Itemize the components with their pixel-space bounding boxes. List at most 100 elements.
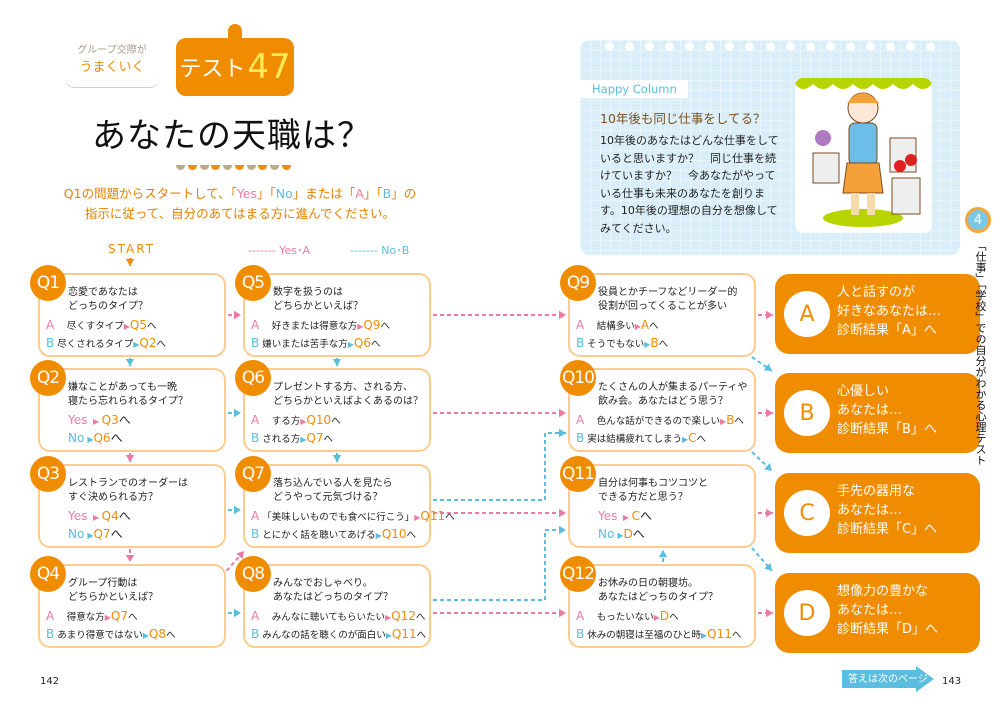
- arrowhead-icon: [559, 508, 566, 518]
- page-number-right: 143: [942, 676, 962, 687]
- question-text: お休みの日の朝寝坊。あなたはどっちのタイプ？: [598, 578, 718, 603]
- option-a[interactable]: A「美味しいものでも食べに行こう」▶Q11へ: [251, 509, 455, 523]
- question-text: 恋愛であなたはどっちのタイプ？: [68, 287, 148, 312]
- option-a[interactable]: A 結構多い▶Aへ: [576, 318, 659, 332]
- question-number: Q9: [560, 265, 596, 301]
- option-no[interactable]: No▶Q7へ: [68, 527, 123, 541]
- option-yes[interactable]: Yes ▶ Q4へ: [68, 509, 131, 523]
- arrowhead-icon: [559, 525, 566, 535]
- arrowhead-icon: [764, 463, 772, 471]
- question-number: Q3: [30, 456, 66, 492]
- option-a[interactable]: A 尽くすタイプ▶Q5へ: [46, 318, 157, 332]
- question-number: Q4: [30, 556, 66, 592]
- question-text: 数字を扱うのはどちらかといえば？: [273, 287, 363, 312]
- question-text: みんなでおしゃべり。あなたはどっちのタイプ？: [273, 578, 393, 603]
- option-a[interactable]: A もったいない▶Dへ: [576, 609, 679, 623]
- arrow-q7-q10: [433, 432, 566, 501]
- legend-no-b: ------- No･B: [350, 244, 410, 257]
- option-yes[interactable]: Yes ▶ Cへ: [598, 509, 653, 523]
- page-title: あなたの天職は？: [92, 116, 372, 156]
- arrowhead-icon: [766, 310, 773, 320]
- notebook-holes: [605, 42, 935, 51]
- arrowhead-icon: [658, 550, 668, 557]
- question-text: 落ち込んでいる人を見たらどうやって元気づける？: [273, 478, 393, 503]
- question-text: グループ行動はどちらかといえば？: [68, 578, 158, 603]
- option-a[interactable]: A 好きまたは得意な方▶Q9へ: [251, 318, 390, 332]
- arrowhead-icon: [234, 408, 241, 418]
- question-text: レストランでのオーダーはすぐ決められる方？: [68, 478, 188, 503]
- result-line: 好きなあなたは…: [837, 304, 942, 319]
- option-no[interactable]: No▶Q6へ: [68, 431, 123, 445]
- option-a[interactable]: A 色んな話ができるので楽しい▶Bへ: [576, 413, 744, 427]
- arrowhead-icon: [332, 359, 342, 366]
- result-line: あなたは…: [837, 403, 903, 418]
- arrowhead-icon: [234, 310, 241, 320]
- question-number: Q7: [235, 456, 271, 492]
- option-a[interactable]: A 得意な方▶Q7へ: [46, 609, 138, 623]
- question-number: Q11: [560, 456, 596, 492]
- result-line: あなたは…: [837, 603, 903, 618]
- result-letter: B: [787, 393, 827, 433]
- question-number: Q5: [235, 265, 271, 301]
- result-line: あなたは…: [837, 503, 903, 518]
- arrowhead-icon: [332, 455, 342, 462]
- arrow-q8-q11: [433, 529, 566, 601]
- title-divider: [176, 165, 291, 170]
- result-line: 診断結果「A」へ: [837, 323, 937, 338]
- question-number: Q12: [560, 556, 596, 592]
- arrow-q11-d: [751, 547, 773, 572]
- arrowhead-icon: [125, 259, 135, 266]
- arrowhead-icon: [125, 359, 135, 366]
- question-text: 役員とかチーフなどリーダー的役割が回ってくることが多い: [598, 287, 738, 312]
- option-a[interactable]: A する方▶Q10へ: [251, 413, 341, 427]
- question-number: Q2: [30, 360, 66, 396]
- test-number: 47: [247, 47, 291, 87]
- option-a[interactable]: A みんなに聴いてもらいたい▶Q12へ: [251, 609, 426, 623]
- arrowhead-icon: [559, 310, 566, 320]
- option-no[interactable]: No▶Dへ: [598, 527, 645, 541]
- question-text: プレゼントする方、される方、どちらかといえばよくあるのは？: [273, 382, 423, 407]
- arrow-q4-q7: [221, 550, 245, 577]
- arrowhead-icon: [766, 408, 773, 418]
- chapter-badge: 4: [965, 207, 991, 233]
- instructions: Q1の問題からスタートして、「Yes」「No」または「A」「B」の 指示に従って…: [63, 186, 417, 221]
- option-yes[interactable]: Yes ▶ Q3へ: [68, 413, 131, 427]
- arrowhead-icon: [559, 608, 566, 618]
- question-number: Q8: [235, 556, 271, 592]
- next-page-arrow-icon: [842, 666, 934, 692]
- result-line: 心優しい: [837, 384, 890, 399]
- legend-yes-a: ------- Yes･A: [248, 244, 311, 257]
- result-line: 診断結果「D」へ: [837, 622, 939, 637]
- question-text: 自分は何事もコツコツとできる方だと思う？: [598, 478, 708, 503]
- result-line: 手先の器用な: [837, 484, 916, 499]
- cloud-line-1: グループ交際が: [77, 45, 147, 56]
- subtitle-cloud: グループ交際が うまくいく: [62, 42, 162, 76]
- result-line: 診断結果「C」へ: [837, 522, 938, 537]
- column-body: 10年後のあなたはどんな仕事をしていると思いますか？ 同じ仕事を続けていますか？…: [600, 134, 779, 235]
- column-label: Happy Column: [580, 80, 688, 98]
- question-text: 嫌なことがあっても一晩寝たら忘れられるタイプ？: [68, 382, 188, 407]
- cloud-outline: [65, 78, 160, 88]
- arrowhead-icon: [125, 555, 135, 562]
- column-title: 10年後も同じ仕事をしてる？: [600, 111, 766, 126]
- answer-next-page: 答えは次のページ: [848, 674, 928, 685]
- arrowhead-icon: [559, 428, 566, 438]
